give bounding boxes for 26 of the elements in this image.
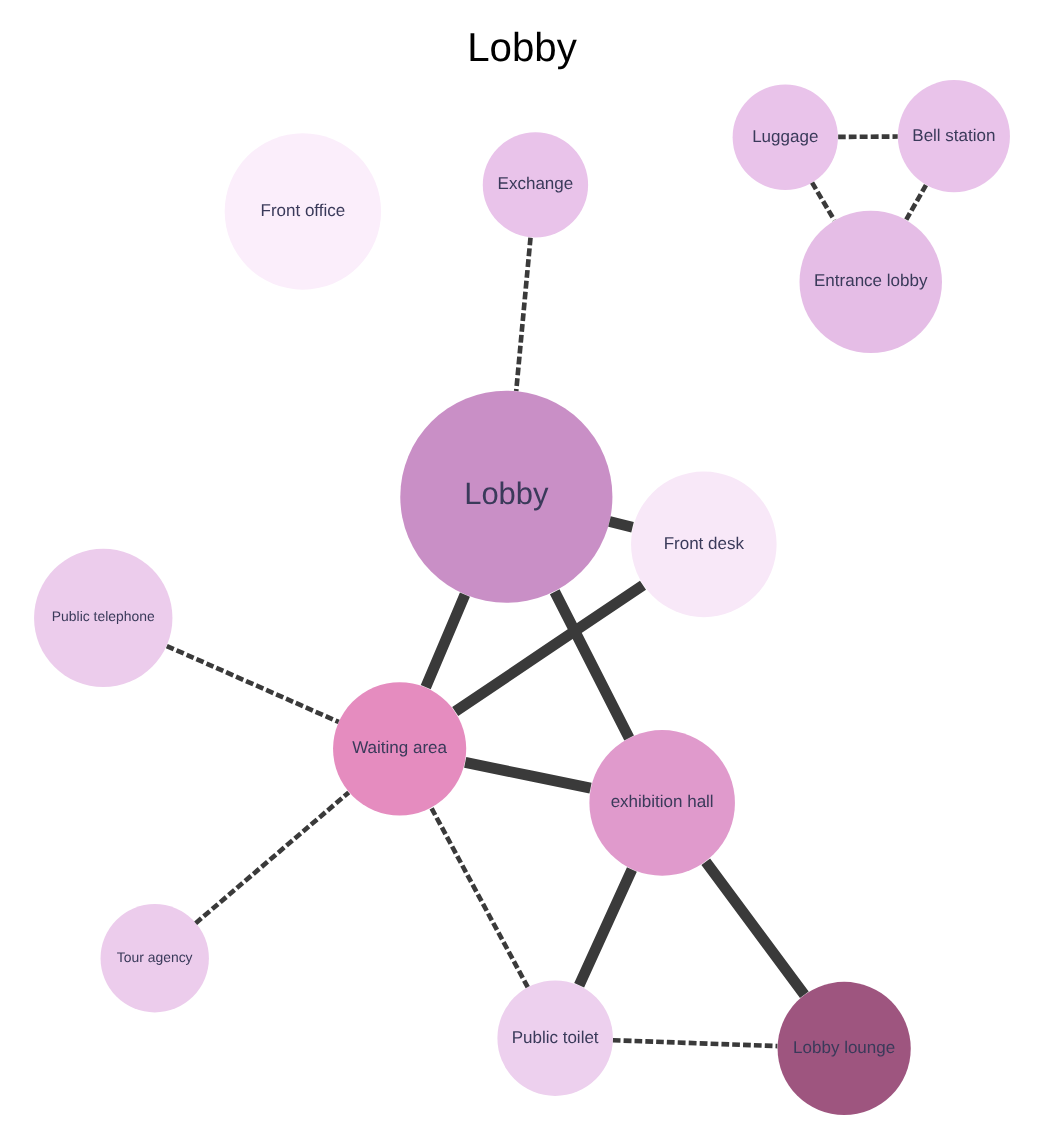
node-circle: Exchange — [481, 132, 588, 238]
connector — [700, 858, 808, 998]
connector — [164, 643, 339, 725]
node-circle: Waiting area — [332, 682, 466, 816]
node-circle: Public toilet — [496, 980, 612, 1096]
connector — [428, 806, 529, 989]
connector — [837, 134, 897, 140]
node-circle: exhibition hall — [588, 730, 734, 876]
connector — [607, 516, 633, 533]
connector — [903, 183, 927, 221]
connector — [512, 237, 532, 392]
connector — [419, 592, 469, 690]
connector — [193, 790, 350, 925]
node-circle: Front desk — [630, 471, 776, 618]
node-circle: Entrance lobby — [798, 210, 941, 354]
node-circle: Lobby lounge — [776, 981, 910, 1116]
connector — [548, 589, 633, 741]
connector — [611, 1037, 777, 1049]
node-circle: Lobby — [399, 390, 612, 603]
connector — [809, 181, 836, 222]
node-circle: Bell station — [896, 80, 1009, 193]
connector — [463, 757, 591, 794]
diagram-title: Lobby — [466, 27, 576, 72]
connector — [573, 867, 636, 988]
connector — [451, 580, 645, 716]
node-circle: Luggage — [731, 84, 837, 190]
